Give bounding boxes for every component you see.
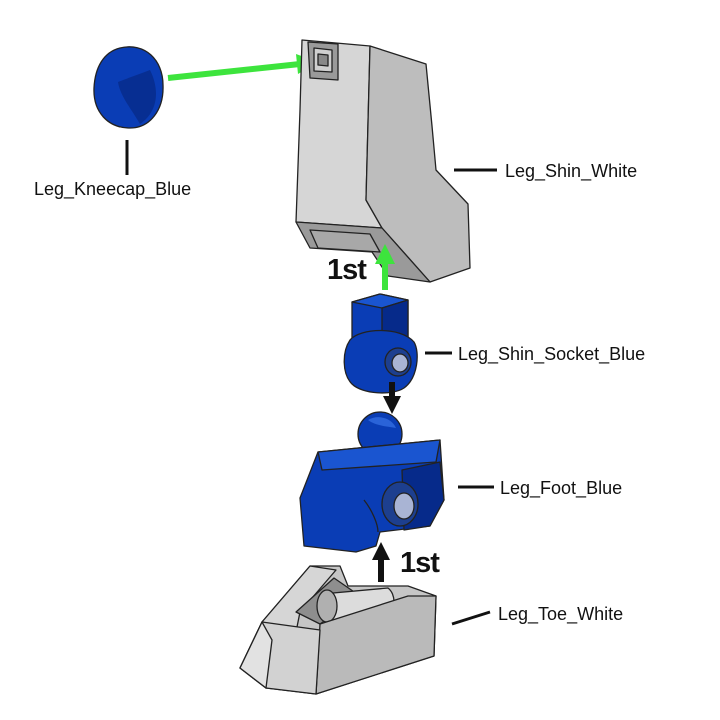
foot-label: Leg_Foot_Blue [500,478,622,499]
kneecap-label: Leg_Kneecap_Blue [34,179,191,200]
toe-arrow [372,542,390,582]
shin-socket-label: Leg_Shin_Socket_Blue [458,344,645,365]
kneecap-arrow [167,54,318,81]
shin-arrow [375,244,395,290]
toe-label: Leg_Toe_White [498,604,623,625]
kneecap-part [93,46,164,129]
toe-step-label: 1st [400,547,440,579]
shin-step-label: 1st [327,254,367,286]
shin-socket-part [343,293,418,394]
toe-part [239,565,437,695]
foot-part [299,411,445,553]
shin-part [295,39,471,283]
shin-label: Leg_Shin_White [505,161,637,182]
toe-leader [451,610,491,626]
socket-arrow [383,382,401,414]
